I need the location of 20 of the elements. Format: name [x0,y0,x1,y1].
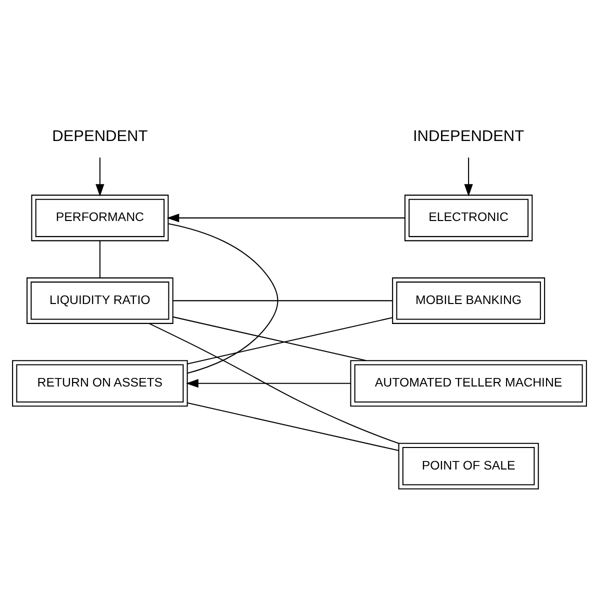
connector [99,240,100,278]
node-box: LIQUIDITY RATIO [26,276,174,324]
connector [187,316,393,364]
node-text: INDEPENDENT [413,127,524,144]
connector [148,322,399,444]
node-box: ELECTRONIC [404,194,533,241]
arrow [166,213,405,222]
arrow [186,378,351,388]
arrow [464,157,473,196]
node-box: AUTOMATED TELLER MACHINE [350,360,587,406]
connector [172,316,366,361]
connector [168,222,278,374]
connector [187,402,399,451]
arrow [96,157,104,196]
node-box: RETURN ON ASSETS [12,360,188,406]
node-box: PERFORMANC [31,194,169,241]
node-box: POINT OF SALE [398,442,539,489]
node-text: DEPENDENT [52,127,148,144]
node-box: MOBILE BANKING [392,276,546,324]
connector [173,300,392,301]
